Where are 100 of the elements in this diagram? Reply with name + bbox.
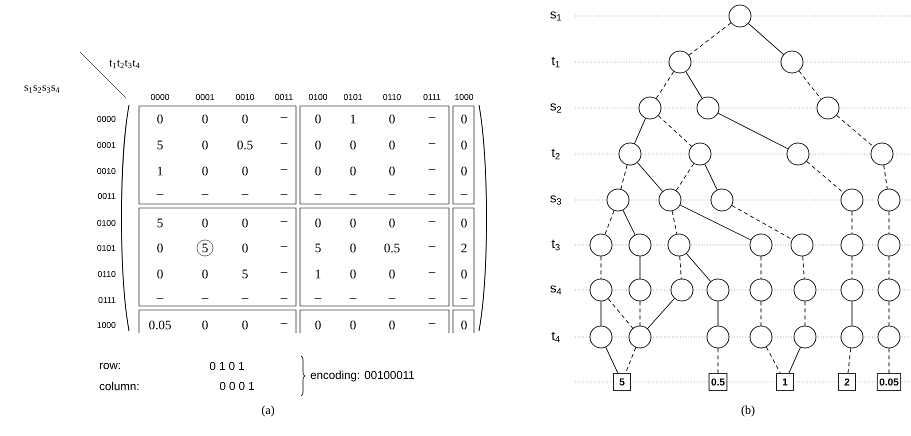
row-variables: s$_{1}$s$_{2}$s$_{3}$s$_{4}$ [24, 85, 60, 93]
matrix-cell: 0 [202, 218, 208, 228]
encoding-label: column: [100, 382, 138, 390]
matrix-cell: – [460, 194, 468, 195]
decision-node [840, 188, 864, 212]
matrix-cell: 0 [157, 244, 163, 252]
terminal-box: 0.05 [876, 373, 902, 391]
matrix-cell: – [350, 194, 356, 195]
row-header: 0110 [98, 271, 116, 277]
matrix-cell: – [242, 298, 248, 299]
matrix-cell: 0 [389, 270, 395, 278]
matrix-cell: 0.5 [237, 140, 253, 150]
solid-edge [748, 23, 784, 55]
matrix-cell: – [202, 194, 208, 195]
matrix-cell: 0 [157, 270, 163, 278]
decision-node [696, 96, 720, 120]
row-header: 0100 [97, 220, 116, 226]
decision-node [794, 326, 816, 348]
decision-node [706, 326, 730, 348]
matrix-cell: 0.05 [149, 320, 171, 330]
matrix-cell: – [280, 221, 288, 222]
dashed-edge [625, 347, 636, 374]
row-header: 0011 [98, 193, 116, 199]
matrix-cell: 0 [350, 218, 356, 228]
decision-node [750, 278, 772, 302]
decision-node [618, 142, 642, 166]
decision-node [628, 234, 652, 256]
level-label: s$_{2}$ [550, 103, 562, 113]
matrix-cell: 0 [350, 244, 356, 252]
dashed-edge [798, 70, 822, 100]
bit-string: 0 0 0 1 [220, 382, 254, 390]
matrix-cell: – [280, 117, 288, 118]
dashed-edge [888, 256, 890, 279]
dashed-edge [608, 298, 634, 329]
matrix-cell: – [428, 143, 436, 144]
matrix-cell: 0 [389, 320, 395, 330]
level-label: s$_{1}$ [550, 11, 562, 21]
matrix-cell: – [314, 298, 322, 299]
dashed-edge [883, 164, 888, 190]
level-label: t$_{2}$ [552, 148, 560, 160]
decision-node [590, 326, 612, 348]
decision-node [870, 142, 894, 166]
dashed-edge [760, 301, 762, 326]
column-header: 0010 [236, 94, 254, 100]
matrix-cell: 0 [389, 140, 395, 150]
matrix-cell: – [428, 221, 436, 222]
decision-node [706, 278, 730, 302]
decision-node [628, 278, 652, 302]
row-header: 0111 [98, 297, 116, 303]
dashed-edge [802, 256, 805, 280]
matrix-cell: 0 [242, 320, 248, 330]
matrix-cell: 0 [389, 114, 395, 124]
matrix-cell: 0 [315, 218, 321, 228]
matrix-cell: 0 [461, 270, 467, 278]
matrix-cell: 5 [158, 140, 163, 150]
terminal-box: 1 [776, 373, 794, 391]
level-label: t$_{3}$ [552, 240, 560, 250]
matrix-cell: 0 [461, 166, 467, 176]
decision-node [668, 234, 690, 256]
solid-edge [686, 253, 711, 282]
column-header: 0100 [308, 94, 328, 100]
matrix-cell: 5 [202, 244, 208, 252]
decision-node [840, 234, 864, 256]
column-header: 0001 [196, 94, 214, 100]
decision-node [790, 234, 814, 256]
dashed-edge [888, 348, 890, 374]
column-header: 0000 [150, 94, 170, 100]
dashed-edge [766, 346, 781, 374]
level-label: t$_{4}$ [552, 332, 560, 342]
dashed-edge [672, 210, 678, 234]
solid-edge [686, 71, 702, 99]
level-label: s$_{4}$ [550, 285, 562, 295]
matrix-cell: 0 [202, 320, 208, 330]
decision-node [606, 188, 630, 212]
matrix-cell: 0 [350, 320, 356, 330]
decision-node [816, 96, 840, 120]
matrix-cell: – [428, 298, 436, 299]
matrix-cell: 1 [350, 114, 356, 124]
matrix-cell: 0 [389, 166, 395, 176]
column-header: 1000 [455, 94, 474, 100]
level-label: s$_{3}$ [550, 195, 562, 205]
decision-node [628, 326, 652, 348]
matrix-cell: 0 [315, 114, 321, 124]
solid-edge [788, 347, 801, 374]
encoding-text: encoding: 00100011 [310, 370, 414, 382]
decision-node [710, 188, 734, 212]
matrix-cell: 0 [315, 140, 321, 150]
matrix-cell: – [280, 298, 288, 299]
decision-node [658, 188, 682, 212]
row-header: 0000 [97, 116, 116, 122]
decision-node [668, 50, 692, 74]
decision-node [780, 50, 804, 74]
subfigure-label: (b) [742, 406, 754, 416]
solid-edge [605, 346, 618, 374]
matrix-cell: 0 [242, 218, 248, 228]
matrix-cell: – [428, 169, 436, 170]
decision-node [688, 142, 712, 166]
matrix-cell: 0 [315, 166, 321, 176]
decision-node [878, 188, 900, 212]
matrix-cell: – [156, 194, 164, 195]
